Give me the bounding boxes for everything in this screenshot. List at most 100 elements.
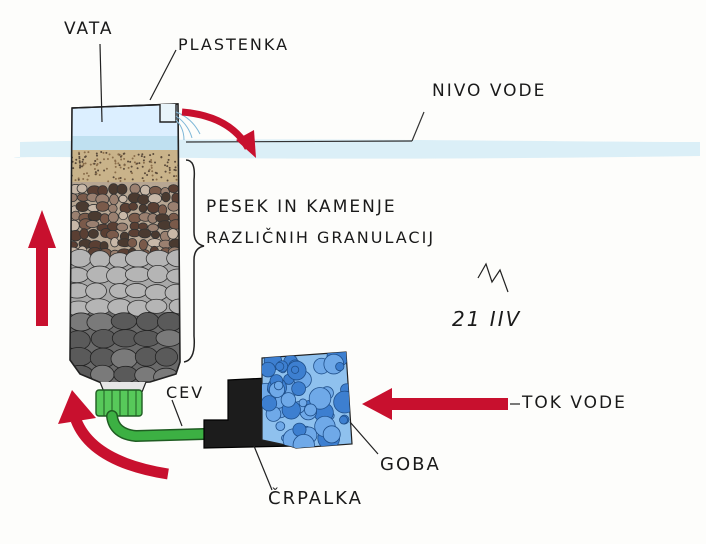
sand-grain	[140, 155, 143, 158]
sand-grain	[173, 168, 176, 171]
sand-grain	[150, 161, 153, 164]
stone	[89, 250, 111, 269]
sand-grain	[112, 176, 115, 179]
water-surface	[13, 139, 701, 159]
pebble	[169, 219, 180, 230]
label-cotton: VATA	[64, 19, 114, 39]
sand-grain	[120, 158, 123, 161]
pebble	[118, 194, 128, 204]
filter-brace	[183, 159, 205, 363]
sand-grain	[83, 151, 86, 154]
sand-grain	[167, 158, 170, 161]
sand-grain	[123, 178, 126, 181]
label-flow: TOK VODE	[521, 393, 627, 413]
pebble	[76, 183, 88, 194]
sand-grain	[142, 179, 145, 182]
bottle-cap	[95, 389, 143, 417]
bottle-outline	[69, 103, 181, 385]
label-tube: CEV	[166, 383, 204, 402]
pebble	[161, 191, 171, 203]
sponge-pore	[333, 390, 352, 414]
pebble	[127, 237, 138, 248]
sand-grain	[98, 173, 101, 176]
sponge-pore	[280, 392, 297, 408]
dark-stone	[90, 364, 115, 384]
pebble	[79, 228, 89, 240]
pebble	[70, 219, 80, 232]
sand-grain	[136, 167, 139, 170]
sand-grain	[114, 160, 117, 163]
sand-grain	[82, 158, 85, 161]
pebble	[70, 193, 78, 203]
dark-stone	[134, 346, 159, 367]
sponge-pore	[275, 361, 285, 371]
sand-grain	[114, 165, 117, 168]
sand-grain	[119, 176, 122, 179]
pebble	[129, 183, 141, 195]
sand-grain	[100, 151, 103, 154]
sand-grain	[99, 161, 102, 164]
label-sponge: GOBA	[380, 454, 441, 475]
sand-grain	[89, 163, 92, 166]
stone	[145, 298, 168, 314]
sand-grain	[131, 178, 134, 181]
sand-grain	[117, 177, 120, 180]
sand-grain	[78, 161, 81, 164]
up-arrow-head	[28, 210, 56, 248]
signature-flourish	[477, 262, 509, 293]
sand-grain	[160, 176, 163, 179]
sand-grain	[141, 153, 144, 156]
sand-grain	[154, 161, 157, 164]
water-level-line	[185, 140, 413, 143]
sand-grain	[174, 166, 177, 169]
sand-grain	[114, 171, 117, 174]
stone	[70, 249, 92, 268]
sand-grain	[152, 153, 155, 156]
sand-grain	[78, 157, 81, 160]
sand-grain	[143, 172, 146, 175]
sand-grain	[94, 160, 97, 163]
sand-grain	[74, 179, 77, 182]
label-filter-line2: RAZLIČNIH GRANULACIJ	[206, 228, 435, 247]
sand-grain	[137, 153, 140, 156]
sand-grain	[95, 172, 98, 175]
pebble	[150, 230, 161, 239]
stone	[70, 267, 90, 284]
bottle-leader	[149, 49, 177, 101]
sand-grain	[122, 167, 125, 170]
sand-grain	[166, 179, 169, 182]
sand-grain	[136, 162, 139, 165]
sand-grain	[86, 178, 89, 181]
sand-grain	[111, 156, 114, 159]
sand-grain	[123, 157, 126, 160]
pebble	[167, 201, 180, 212]
sand-grain	[105, 151, 108, 154]
sand-grain	[117, 162, 120, 165]
stone	[147, 264, 169, 284]
cotton-leader	[99, 43, 103, 123]
sponge-pore	[298, 398, 308, 408]
sponge-pore	[275, 421, 286, 432]
sand-grain	[106, 157, 109, 160]
pebble	[108, 203, 118, 214]
sand-grain	[107, 180, 110, 183]
sand-grain	[168, 154, 171, 157]
sand-grain	[87, 174, 90, 177]
stones	[70, 249, 180, 384]
pebble	[147, 201, 160, 214]
sand-grain	[102, 151, 105, 154]
sand-grain	[133, 161, 136, 164]
sand-grain	[94, 171, 97, 174]
water-spray	[175, 111, 201, 141]
sponge-pore	[304, 403, 317, 417]
sand-grain	[84, 162, 87, 165]
sand-grain	[114, 162, 117, 165]
pebble	[139, 184, 151, 196]
pebble	[88, 228, 99, 239]
sand-grain	[93, 167, 96, 170]
pebble	[118, 211, 128, 221]
pebble	[138, 239, 148, 251]
pebble	[138, 228, 152, 239]
sponge-pore	[262, 395, 278, 412]
